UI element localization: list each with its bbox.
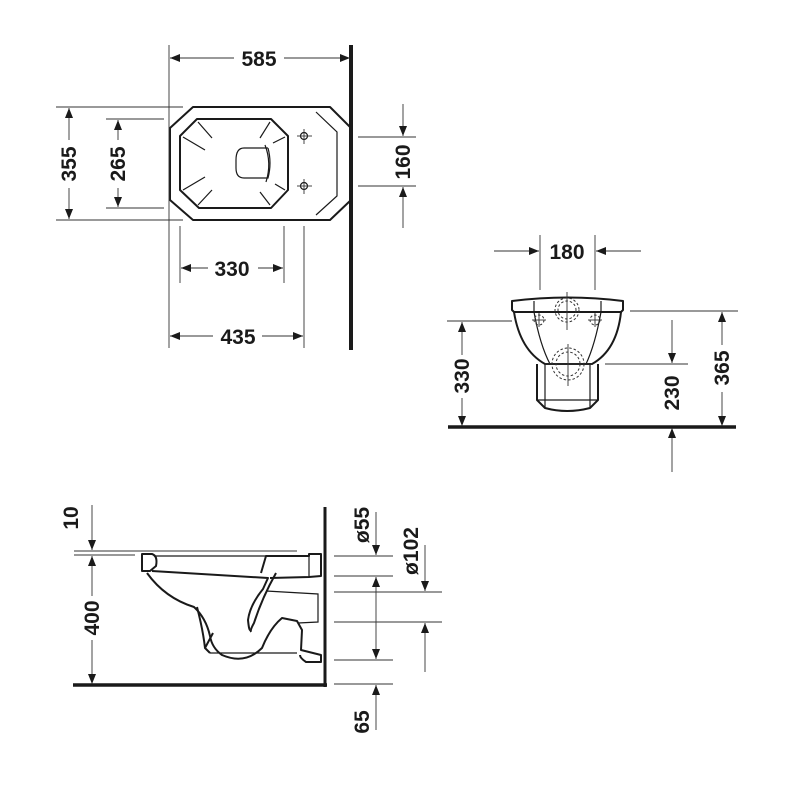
dim-overall-length: 585 [241, 48, 276, 71]
top-view-rear-panel [315, 111, 338, 216]
side-view-bowl-outline [146, 570, 322, 663]
dim-rim-height: 400 [81, 600, 104, 635]
top-view: 585 355 265 160 330 435 [56, 45, 416, 350]
front-view-rim [511, 296, 624, 313]
top-view-bowl-facets [182, 121, 286, 206]
top-view-fixing-hole-lower [297, 179, 312, 194]
front-view-bowl [513, 311, 622, 365]
side-view-trap-inner [249, 572, 277, 633]
dim-outlet-height: 65 [351, 710, 374, 734]
front-view-inlet-hidden [554, 292, 580, 330]
front-view-trap [536, 364, 599, 412]
dim-front-height-left: 330 [451, 358, 474, 393]
dim-seat-thickness: 10 [60, 506, 83, 529]
top-view-bowl-outline [179, 118, 289, 209]
top-view-fixing-hole-upper [297, 129, 312, 144]
dim-front-outlet-height: 230 [661, 375, 684, 410]
dim-bowl-length: 330 [214, 258, 249, 281]
side-view: 10 400 ø55 ø102 65 [60, 505, 442, 734]
dim-front-height-right: 365 [711, 350, 734, 385]
dim-fixing-spacing-top: 160 [392, 144, 415, 179]
front-view-fixing-right [588, 313, 602, 327]
side-view-foot [196, 606, 214, 654]
front-view-fixing-left [532, 313, 546, 327]
dim-fixing-distance: 435 [220, 326, 255, 349]
side-view-rim [141, 553, 158, 572]
dim-outlet-diameter: ø102 [400, 527, 423, 575]
dim-bowl-width: 265 [107, 146, 130, 181]
top-view-outlet-opening [235, 147, 271, 179]
front-view-outlet-hidden [545, 344, 592, 386]
front-view: 180 330 230 365 [447, 235, 738, 472]
top-view-outer-outline [169, 106, 352, 221]
top-view-outlet-lip [264, 144, 270, 183]
side-view-back-block [260, 553, 322, 579]
dim-inlet-diameter: ø55 [351, 507, 374, 544]
dim-overall-width: 355 [58, 146, 81, 181]
dim-front-fixing-spacing: 180 [549, 241, 584, 264]
